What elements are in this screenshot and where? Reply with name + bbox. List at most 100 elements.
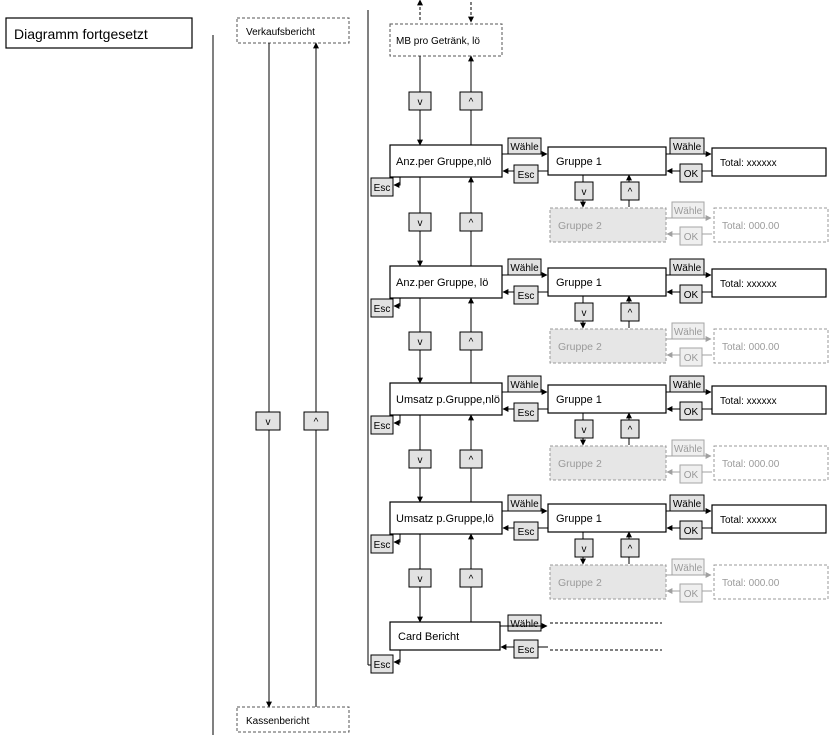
total2-item[interactable]: Total: 000.00 [713,207,829,243]
menu-item-mb-pro-getraenk[interactable]: MB pro Getränk, lö [389,23,503,57]
continued-label: Diagramm fortgesetzt [5,17,193,49]
down-button[interactable]: v [408,449,432,469]
connector-line [393,650,401,665]
up-button[interactable]: ^ [459,212,483,232]
svg-text:Umsatz p.Gruppe,lö: Umsatz p.Gruppe,lö [396,513,494,525]
ok-button[interactable]: OK [679,401,703,421]
select-button[interactable]: Wähle [669,375,705,393]
group1-item[interactable]: Gruppe 1 [547,384,667,414]
up-button[interactable]: ^ [459,331,483,351]
verkaufsbericht-box[interactable]: Verkaufsbericht [236,17,350,44]
connector-line [393,415,401,426]
down-button[interactable]: v [574,181,594,201]
esc-button[interactable]: Esc [370,534,394,554]
down-button[interactable]: v [408,331,432,351]
esc-button[interactable]: Esc [513,402,539,422]
up-button[interactable]: ^ [459,91,483,111]
svg-text:Total: xxxxxx: Total: xxxxxx [720,279,777,290]
total1-item[interactable]: Total: xxxxxx [711,268,827,298]
svg-text:Verkaufsbericht: Verkaufsbericht [246,27,315,38]
esc-button[interactable]: Esc [513,164,539,184]
group1-item[interactable]: Gruppe 1 [547,267,667,297]
ok-button[interactable]: OK [679,583,703,603]
svg-text:Anz.per Gruppe, lö: Anz.per Gruppe, lö [396,277,488,289]
ok-button[interactable]: OK [679,347,703,367]
total2-item[interactable]: Total: 000.00 [713,445,829,481]
select-button[interactable]: Wähle [507,258,542,276]
svg-text:Gruppe 1: Gruppe 1 [556,394,602,406]
svg-text:Esc: Esc [374,660,391,671]
down-button[interactable]: v [574,419,594,439]
select-button[interactable]: Wähle [671,322,705,340]
down-button[interactable]: v [574,302,594,322]
select-button[interactable]: Wähle [507,375,542,393]
svg-text:^: ^ [469,574,474,585]
group1-item[interactable]: Gruppe 1 [547,146,667,176]
group2-item[interactable]: Gruppe 2 [549,564,667,600]
esc-button[interactable]: Esc [370,298,394,318]
ok-button[interactable]: OK [679,464,703,484]
total1-item[interactable]: Total: xxxxxx [711,147,827,177]
select-button[interactable]: Wähle [507,614,542,632]
menu-item[interactable]: Anz.per Gruppe,nlö [389,144,503,178]
select-button[interactable]: Wähle [671,439,705,457]
svg-text:Wähle: Wähle [674,444,703,455]
ok-button[interactable]: OK [679,226,703,246]
group2-item[interactable]: Gruppe 2 [549,445,667,481]
ok-button[interactable]: OK [679,520,703,540]
svg-text:^: ^ [314,417,319,428]
esc-button[interactable]: Esc [370,415,394,435]
select-button[interactable]: Wähle [507,137,542,155]
select-button[interactable]: Wähle [671,201,705,219]
svg-text:^: ^ [469,455,474,466]
total2-item[interactable]: Total: 000.00 [713,564,829,600]
group2-item[interactable]: Gruppe 2 [549,328,667,364]
group2-item[interactable]: Gruppe 2 [549,207,667,243]
total1-item[interactable]: Total: xxxxxx [711,385,827,415]
esc-button[interactable]: Esc [513,285,539,305]
menu-item[interactable]: Umsatz p.Gruppe,nlö [389,382,503,416]
up-button[interactable]: ^ [620,302,640,322]
down-button[interactable]: v [574,538,594,558]
total2-item[interactable]: Total: 000.00 [713,328,829,364]
up-button[interactable]: ^ [620,419,640,439]
kasse-down-button[interactable]: v [255,411,281,431]
select-button[interactable]: Wähle [507,494,542,512]
up-button[interactable]: ^ [620,538,640,558]
ok-button[interactable]: OK [679,284,703,304]
kasse-up-button[interactable]: ^ [303,411,329,431]
select-button[interactable]: Wähle [669,494,705,512]
esc-button[interactable]: Esc [370,654,394,674]
ok-button[interactable]: OK [679,163,703,183]
svg-text:Gruppe 2: Gruppe 2 [558,458,602,470]
svg-text:Wähle: Wähle [674,563,703,574]
svg-text:v: v [266,417,271,428]
up-button[interactable]: ^ [459,449,483,469]
svg-text:MB pro Getränk, lö: MB pro Getränk, lö [396,36,480,47]
menu-item[interactable]: Umsatz p.Gruppe,lö [389,501,503,535]
svg-text:v: v [418,218,423,229]
select-button[interactable]: Wähle [669,137,705,155]
svg-text:Wähle: Wähle [673,380,702,391]
menu-item-card-bericht[interactable]: Card Bericht [389,621,501,651]
select-button[interactable]: Wähle [671,558,705,576]
svg-text:OK: OK [684,353,699,364]
down-button[interactable]: v [408,91,432,111]
esc-button[interactable]: Esc [513,521,539,541]
select-button[interactable]: Wähle [669,258,705,276]
group1-item[interactable]: Gruppe 1 [547,503,667,533]
down-button[interactable]: v [408,568,432,588]
total1-item[interactable]: Total: xxxxxx [711,504,827,534]
esc-button[interactable]: Esc [370,177,394,197]
down-button[interactable]: v [408,212,432,232]
up-button[interactable]: ^ [620,181,640,201]
kassenbericht-box[interactable]: Kassenbericht [236,706,350,733]
esc-button[interactable]: Esc [513,639,539,659]
up-button[interactable]: ^ [459,568,483,588]
svg-text:Esc: Esc [518,645,535,656]
menu-item[interactable]: Anz.per Gruppe, lö [389,265,503,299]
